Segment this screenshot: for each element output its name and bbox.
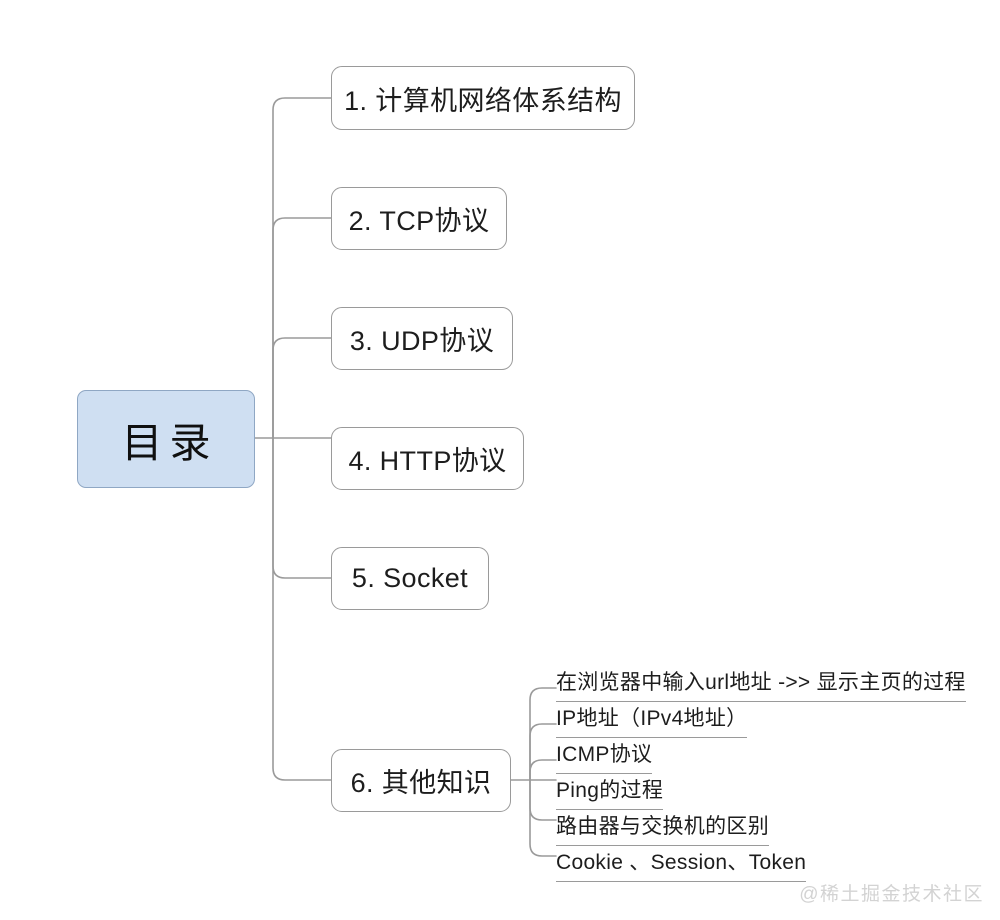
subitem-cookie-session-token[interactable]: Cookie 、Session、Token — [556, 846, 807, 882]
connector-branch-5 — [272, 437, 332, 579]
connector-sub-2 — [529, 723, 557, 781]
branch-node-1-label: 1. 计算机网络体系结构 — [344, 85, 622, 116]
branch-node-5-socket[interactable]: 5. Socket — [331, 547, 489, 610]
branch-node-4-label: 4. HTTP协议 — [348, 446, 507, 476]
connector-branch-6 — [272, 437, 332, 781]
subitem-ping-process[interactable]: Ping的过程 — [556, 774, 664, 810]
connector-sub-3 — [529, 759, 557, 781]
branch-node-3-udp[interactable]: 3. UDP协议 — [331, 307, 513, 370]
subitem-router-vs-switch[interactable]: 路由器与交换机的区别 — [556, 810, 769, 846]
branch-node-2-label: 2. TCP协议 — [348, 206, 490, 236]
subitem-icmp-protocol[interactable]: ICMP协议 — [556, 738, 653, 774]
subitem-ip-address[interactable]: IP地址（IPv4地址） — [556, 702, 748, 738]
connector-sub-1 — [529, 687, 557, 781]
branch-node-2-tcp[interactable]: 2. TCP协议 — [331, 187, 507, 250]
branch-node-4-http[interactable]: 4. HTTP协议 — [331, 427, 524, 490]
branch-node-1-network-architecture[interactable]: 1. 计算机网络体系结构 — [331, 66, 635, 130]
connector-sub-5 — [529, 779, 557, 821]
subitem-browser-url-process[interactable]: 在浏览器中输入url地址 ->> 显示主页的过程 — [556, 666, 966, 702]
connector-branch-3 — [272, 337, 332, 439]
root-node-table-of-contents[interactable]: 目录 — [77, 390, 255, 488]
branch-node-5-label: 5. Socket — [351, 563, 469, 593]
branch-node-6-other-knowledge[interactable]: 6. 其他知识 — [331, 749, 511, 812]
branch-node-6-label: 6. 其他知识 — [350, 768, 492, 798]
watermark: @稀土掘金技术社区 — [799, 884, 984, 905]
connector-branch-1 — [272, 97, 332, 439]
root-node-label: 目录 — [121, 420, 218, 466]
branch-node-3-label: 3. UDP协议 — [349, 326, 495, 356]
connector-branch-2 — [272, 217, 332, 439]
connector-sub-6 — [529, 779, 557, 857]
